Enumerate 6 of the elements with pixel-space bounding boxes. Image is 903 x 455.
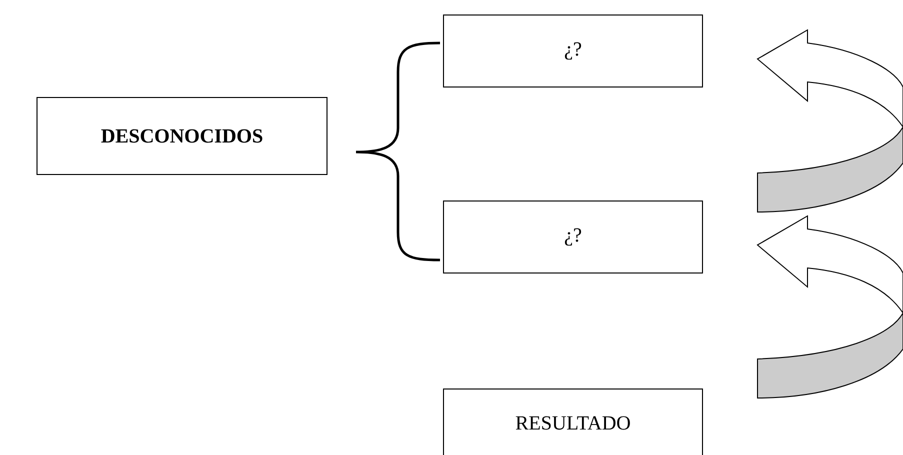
text-box: ¿?	[443, 14, 703, 88]
text-box: ¿?	[443, 200, 703, 274]
curved-block-arrow	[757, 216, 903, 398]
curved-block-arrow	[757, 30, 903, 212]
text-box: DESCONOCIDOS	[36, 97, 328, 175]
text-box: RESULTADO	[443, 388, 703, 455]
